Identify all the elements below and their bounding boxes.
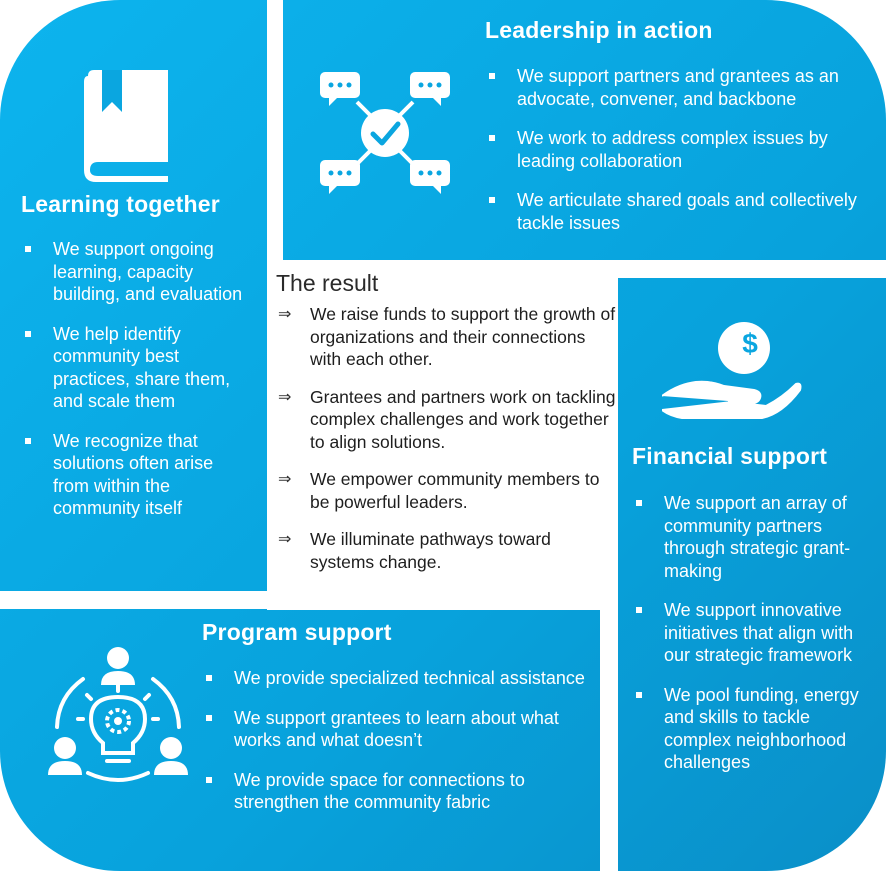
result-item: ⇒ Grantees and partners work on tackling …	[276, 386, 616, 454]
financial-list: We support an array of community partner…	[632, 492, 872, 791]
result-item: ⇒ We raise funds to support the growth of…	[276, 303, 616, 371]
learning-item: We help identify community best practice…	[21, 323, 253, 413]
divider	[618, 260, 886, 278]
learning-panel: Learning together We support ongoing lea…	[8, 8, 267, 591]
program-panel: Program support We provide specialized t…	[0, 609, 600, 871]
result-area	[267, 260, 618, 610]
financial-item-text: We support innovative initiatives that a…	[664, 600, 854, 665]
learning-list: We support ongoing learning, capacity bu…	[21, 238, 253, 537]
program-item-text: We provide specialized technical assista…	[234, 668, 585, 688]
result-item-text: We illuminate pathways toward systems ch…	[310, 529, 551, 572]
people-lightbulb-gear-icon	[48, 647, 188, 782]
result-item: ⇒ We illuminate pathways toward systems c…	[276, 528, 616, 573]
result-item-text: We empower community members to be power…	[310, 469, 600, 512]
divider	[267, 0, 283, 260]
learning-item: We support ongoing learning, capacity bu…	[21, 238, 253, 306]
program-item: We provide specialized technical assista…	[202, 667, 592, 690]
divider	[600, 591, 618, 871]
program-item-text: We support grantees to learn about what …	[234, 707, 559, 751]
leadership-panel: Leadership in action We support partners…	[283, 8, 886, 260]
leadership-title: Leadership in action	[485, 17, 713, 43]
arrow-icon: ⇒	[278, 531, 292, 548]
book-icon	[84, 70, 168, 182]
leadership-item-text: We articulate shared goals and collectiv…	[517, 190, 857, 233]
financial-title: Financial support	[632, 443, 828, 469]
result-list: ⇒ We raise funds to support the growth of…	[276, 303, 616, 573]
learning-item: We recognize that solutions often arise …	[21, 430, 253, 520]
learning-item-text: We recognize that solutions often arise …	[53, 430, 214, 519]
result-item-text: Grantees and partners work on tackling c…	[310, 386, 616, 452]
financial-item-text: We support an array of community partner…	[664, 493, 851, 581]
leadership-item-text: We support partners and grantees as an a…	[517, 66, 839, 109]
learning-item-text: We support ongoing learning, capacity bu…	[53, 239, 243, 304]
learning-title: Learning together	[21, 191, 220, 217]
arrow-icon: ⇒	[278, 388, 292, 406]
result-item: ⇒ We empower community members to be powe…	[276, 468, 616, 513]
hand-dollar-icon	[662, 322, 802, 419]
leadership-list: We support partners and grantees as an a…	[485, 65, 865, 251]
leadership-item: We support partners and grantees as an a…	[485, 65, 865, 110]
dollar-sign: $	[742, 328, 758, 359]
leadership-item: We work to address complex issues by lea…	[485, 127, 865, 172]
network-chat-icon	[320, 72, 450, 194]
financial-item: We support an array of community partner…	[632, 492, 872, 582]
arrow-icon: ⇒	[278, 471, 292, 488]
financial-panel: $ Financial support We support an array …	[618, 278, 886, 871]
program-item-text: We provide space for connections to stre…	[234, 769, 525, 813]
result-section: The result ⇒ We raise funds to support th…	[276, 270, 616, 588]
learning-item-text: We help identify community best practice…	[53, 323, 231, 412]
financial-item: We pool funding, energy and skills to ta…	[632, 684, 872, 774]
program-list: We provide specialized technical assista…	[202, 667, 592, 831]
arrow-icon: ⇒	[278, 306, 292, 323]
program-item: We provide space for connections to stre…	[202, 769, 592, 814]
leadership-item: We articulate shared goals and collectiv…	[485, 189, 865, 234]
result-title: The result	[276, 270, 379, 296]
financial-item: We support innovative initiatives that a…	[632, 599, 872, 667]
program-title: Program support	[202, 619, 392, 645]
leadership-item-text: We work to address complex issues by lea…	[517, 128, 828, 171]
divider	[0, 591, 618, 609]
result-item-text: We raise funds to support the growth of …	[310, 304, 616, 369]
program-item: We support grantees to learn about what …	[202, 707, 592, 752]
financial-item-text: We pool funding, energy and skills to ta…	[664, 684, 859, 773]
